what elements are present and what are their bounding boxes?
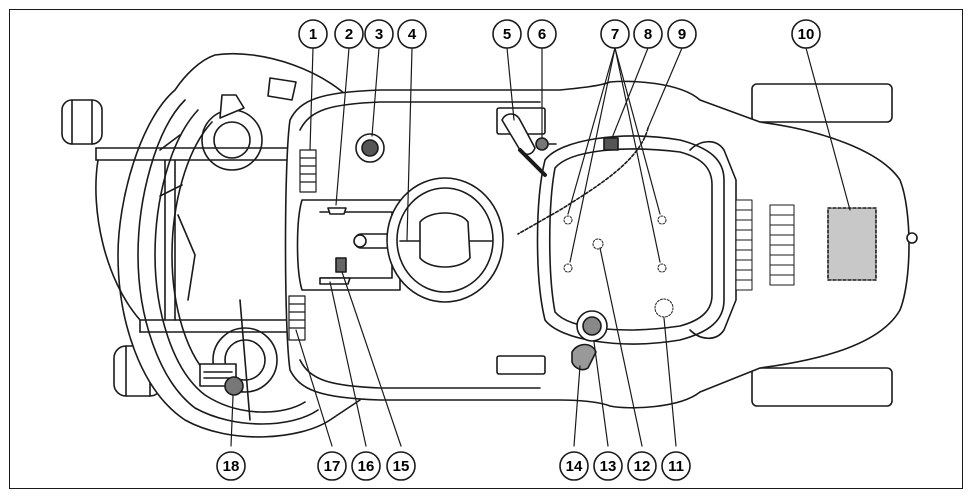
front-wheel-top [751, 83, 893, 123]
deck-lever-bottom [288, 295, 306, 341]
callout-circle [627, 451, 657, 481]
callout-11: 11 [661, 451, 691, 481]
callout-circle [397, 19, 427, 49]
leader-lines [230, 47, 851, 447]
callout-13: 13 [593, 451, 623, 481]
callout-circle [667, 19, 697, 49]
seat-screws [563, 215, 667, 273]
callout-number: 17 [324, 458, 341, 475]
deck-lever-top [299, 149, 317, 193]
callout-9: 9 [667, 19, 697, 49]
cable [517, 127, 649, 235]
callout-2: 2 [334, 19, 364, 49]
callout-circle [527, 19, 557, 49]
callout-1: 1 [298, 19, 328, 49]
parking-brake [335, 257, 347, 273]
callout-circle [600, 19, 630, 49]
callout-circle [559, 451, 589, 481]
callout-circle [386, 451, 416, 481]
callout-number: 15 [393, 458, 410, 475]
label-area [827, 207, 877, 281]
callout-number: 13 [600, 458, 617, 475]
callout-circle [351, 451, 381, 481]
pedal [571, 343, 597, 371]
callout-number: 9 [678, 26, 686, 43]
callout-circle [633, 19, 663, 49]
callout-8: 8 [633, 19, 663, 49]
callout-circle [216, 451, 246, 481]
callout-14: 14 [559, 451, 589, 481]
callout-circle [298, 19, 328, 49]
callout-5: 5 [492, 19, 522, 49]
callout-number: 16 [358, 458, 375, 475]
rear-wheel-top [61, 99, 103, 145]
callout-number: 7 [611, 26, 619, 43]
callout-4: 4 [397, 19, 427, 49]
callout-number: 4 [408, 26, 417, 43]
callout-circle [791, 19, 821, 49]
callout-number: 12 [634, 458, 651, 475]
ignition [576, 310, 608, 342]
callout-circle [492, 19, 522, 49]
fuel-cap [603, 137, 619, 151]
steering-wheel [386, 177, 504, 303]
callout-12: 12 [627, 451, 657, 481]
callout-16: 16 [351, 451, 381, 481]
callout-number: 11 [668, 458, 684, 475]
callout-number: 18 [223, 458, 240, 475]
callout-circle [661, 451, 691, 481]
callout-circle [364, 19, 394, 49]
part-12-marker [592, 238, 604, 250]
callout-number: 2 [345, 26, 353, 43]
callout-18: 18 [216, 451, 246, 481]
callout-circle [317, 451, 347, 481]
shift-lever [501, 113, 557, 177]
callout-15: 15 [386, 451, 416, 481]
callout-number: 1 [309, 26, 317, 43]
callout-7: 7 [600, 19, 630, 49]
callout-10: 10 [791, 19, 821, 49]
hood [536, 135, 737, 345]
callout-number: 10 [798, 26, 815, 43]
callout-number: 6 [538, 26, 546, 43]
callout-number: 5 [503, 26, 511, 43]
callout-number: 14 [566, 458, 583, 475]
front-hitch [906, 232, 918, 244]
callout-3: 3 [364, 19, 394, 49]
throttle-knob [355, 133, 385, 163]
callout-circle [593, 451, 623, 481]
callout-17: 17 [317, 451, 347, 481]
brake-detail [327, 207, 347, 215]
air-vents [735, 199, 795, 291]
callout-circle [334, 19, 364, 49]
front-wheel-bottom [751, 367, 893, 407]
callout-6: 6 [527, 19, 557, 49]
rear-frame-bars [95, 147, 301, 421]
callout-number: 8 [644, 26, 652, 43]
deck-dial [199, 363, 244, 396]
callout-number: 3 [375, 26, 383, 43]
diagram-frame [9, 9, 963, 489]
part-11-marker [654, 298, 674, 318]
